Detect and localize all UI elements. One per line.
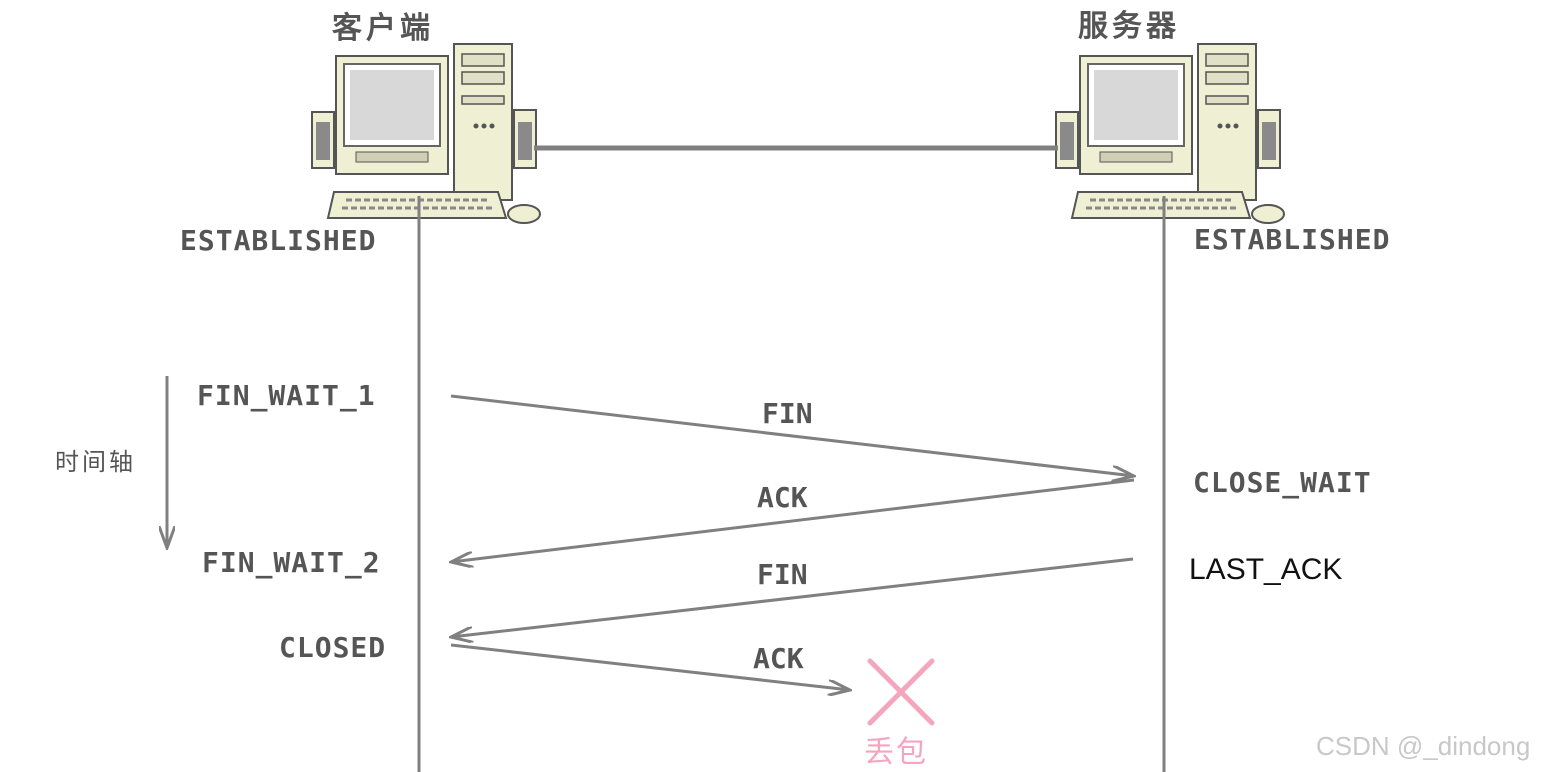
client-title: 客户端 <box>332 11 434 46</box>
client-state-closed: CLOSED <box>279 631 386 664</box>
server-title: 服务器 <box>1078 9 1180 44</box>
packet-loss-label: 丢包 <box>864 735 928 770</box>
fin2-label: FIN <box>757 558 808 591</box>
server-state-last-ack: LAST_ACK <box>1189 553 1342 586</box>
watermark: CSDN @_dindong <box>1316 731 1530 761</box>
fin1-label: FIN <box>762 397 813 430</box>
client-state-established: ESTABLISHED <box>180 224 376 257</box>
server-computer-icon <box>1054 42 1286 225</box>
client-state-fin-wait-2: FIN_WAIT_2 <box>202 546 381 579</box>
ack1-label: ACK <box>757 481 808 514</box>
fin2-arrow <box>451 557 1134 637</box>
fin1-arrow <box>450 394 1134 476</box>
client-state-fin-wait-1: FIN_WAIT_1 <box>197 379 376 412</box>
ack2-label: ACK <box>753 642 804 675</box>
server-state-close-wait: CLOSE_WAIT <box>1193 466 1372 499</box>
ack2-arrow <box>450 643 850 690</box>
server-state-established: ESTABLISHED <box>1194 223 1390 256</box>
client-computer-icon <box>310 42 542 225</box>
ack1-arrow <box>451 478 1135 562</box>
packet-loss-x-mark-icon <box>867 658 935 726</box>
time-axis-label: 时间轴 <box>55 448 136 476</box>
